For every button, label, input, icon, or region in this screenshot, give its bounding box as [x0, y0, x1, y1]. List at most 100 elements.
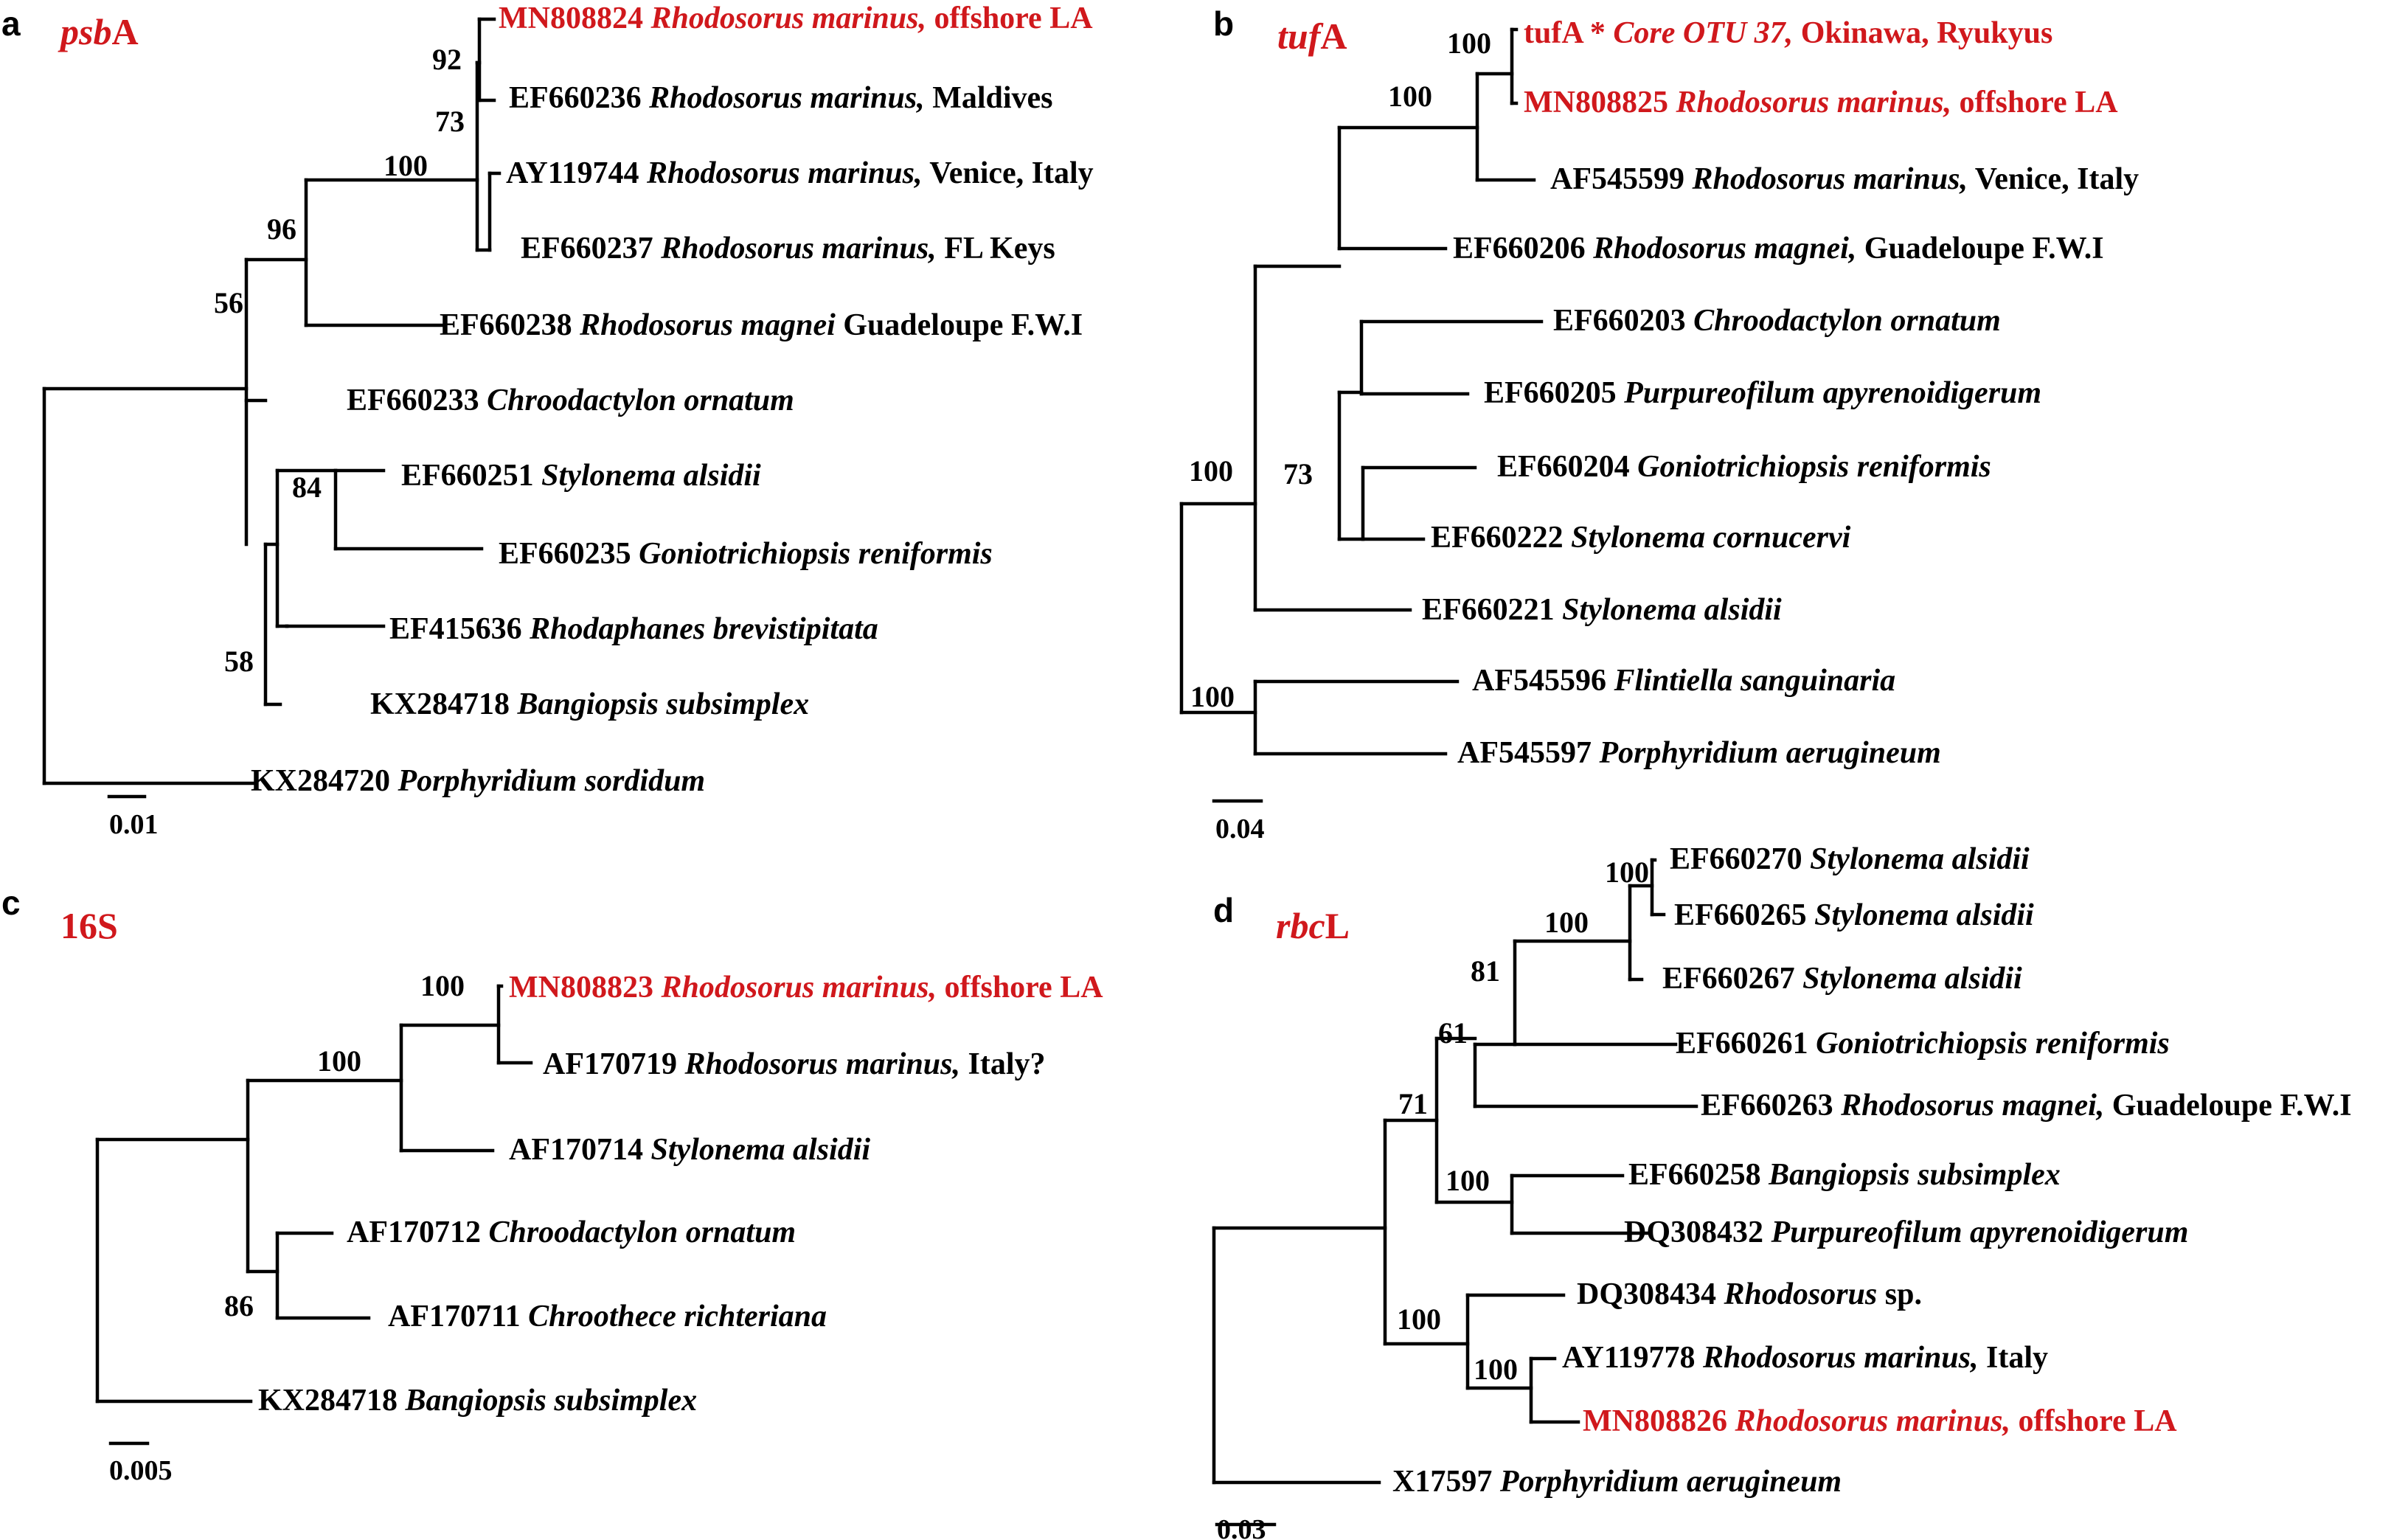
tip-accession: EF660261: [1676, 1027, 1816, 1061]
tip-label: MN808825 Rhodosorus marinus, offshore LA: [1524, 86, 2118, 119]
tip-accession: EF660222: [1431, 521, 1571, 555]
tip-species: Bangiopsis subsimplex: [517, 687, 810, 721]
tip-accession: MN808824: [499, 1, 650, 35]
tip-accession: EF660267: [1662, 962, 1802, 996]
tip-species: Rhodaphanes brevistipitata: [529, 612, 878, 646]
tip-species: Rhodosorus marinus,: [660, 232, 937, 266]
tip-species: Purpureofilum apyrenoidigerum: [1771, 1215, 2189, 1249]
tip-locality: Venice, Italy: [1968, 162, 2139, 196]
tip-accession: AF170712: [347, 1215, 489, 1249]
tip-accession: EF660263: [1701, 1089, 1841, 1123]
bootstrap-support-value: 100: [1397, 1303, 1441, 1336]
tip-species: Stylonema cornucervi: [1571, 521, 1850, 555]
tip-locality: Guadeloupe F.W.I: [836, 308, 1083, 342]
tip-accession: DQ308434: [1577, 1277, 1724, 1311]
bootstrap-support-value: 96: [267, 212, 296, 246]
tip-species: Goniotrichiopsis reniformis: [1637, 450, 1991, 484]
bootstrap-support-value: 92: [432, 43, 462, 76]
tip-accession: EF660203: [1553, 304, 1693, 338]
tip-locality: Italy?: [960, 1047, 1046, 1081]
tip-species: Flintiella sanguinaria: [1614, 664, 1896, 698]
tip-locality: Guadeloupe F.W.I: [1856, 232, 2103, 266]
tip-species: Chroodactylon ornatum: [487, 384, 794, 417]
panel-c-scale-label: 0.005: [109, 1455, 173, 1486]
panel-a-gene-title: psbA: [58, 11, 139, 52]
bootstrap-support-value: 100: [1447, 27, 1491, 60]
tree-panel-b: tufA * Core OTU 37, Okinawa, RyukyusMN80…: [1179, 16, 2139, 803]
tip-species: Stylonema alsidii: [1562, 593, 1782, 627]
bootstrap-support-value: 100: [1189, 454, 1233, 488]
tip-species: Stylonema alsidii: [1814, 898, 2034, 932]
tip-accession: AF545599: [1550, 162, 1693, 196]
tip-accession: DQ308432: [1624, 1215, 1771, 1249]
bootstrap-support-value: 100: [1474, 1353, 1518, 1386]
tip-accession: EF660206: [1453, 232, 1593, 266]
tip-locality: offshore LA: [937, 971, 1103, 1005]
tip-species: Rhodosorus marinus,: [1692, 162, 1968, 196]
tip-label: EF660205 Purpureofilum apyrenoidigerum: [1484, 376, 2041, 410]
tip-label: EF660221 Stylonema alsidii: [1422, 593, 1782, 627]
tip-label: KX284720 Porphyridium sordidum: [251, 764, 705, 798]
tip-species: Porphyridium aerugineum: [1499, 1465, 1842, 1499]
tip-accession: AF545596: [1472, 664, 1614, 698]
tree-panel-a: MN808824 Rhodosorus marinus, offshore LA…: [42, 1, 1094, 799]
tip-label: EF660261 Goniotrichiopsis reniformis: [1676, 1027, 2170, 1061]
tree-layer: MN808824 Rhodosorus marinus, offshore LA…: [42, 1, 2352, 1527]
tip-accession: MN808826: [1583, 1404, 1735, 1438]
tip-species: Rhodosorus marinus,: [1702, 1341, 1979, 1375]
tip-species: Rhodosorus magnei,: [1592, 232, 1856, 266]
tip-species: Chroodactylon ornatum: [1693, 304, 2001, 338]
tip-species: Chroodactylon ornatum: [489, 1215, 797, 1249]
bootstrap-support-value: 100: [1190, 680, 1235, 713]
tip-label: DQ308432 Purpureofilum apyrenoidigerum: [1624, 1215, 2188, 1249]
tip-species: Rhodosorus magnei: [579, 308, 836, 342]
tip-species: Rhodosorus marinus,: [648, 81, 925, 115]
tip-species: Stylonema alsidii: [541, 459, 761, 493]
panel-d-letter: d: [1213, 891, 1234, 929]
tip-label: EF660204 Goniotrichiopsis reniformis: [1497, 450, 1991, 484]
bootstrap-support-value: 100: [1446, 1164, 1490, 1197]
tip-accession: EF660235: [499, 537, 639, 571]
panel-c-gene-title: 16S: [60, 905, 118, 946]
tip-accession: EF660205: [1484, 376, 1624, 410]
tip-label: EF660270 Stylonema alsidii: [1670, 842, 2030, 876]
tip-label: AF170712 Chroodactylon ornatum: [347, 1215, 796, 1249]
tip-accession: AY119744: [506, 156, 647, 190]
tip-accession: KX284718: [258, 1384, 406, 1418]
tip-accession: EF660221: [1422, 593, 1562, 627]
tip-species: Purpureofilum apyrenoidigerum: [1623, 376, 2041, 410]
tip-species: Bangiopsis subsimplex: [405, 1384, 698, 1418]
tip-species: Rhodosorus marinus,: [684, 1047, 961, 1081]
panel-c-letter: c: [1, 884, 21, 922]
tip-locality: Maldives: [925, 81, 1053, 115]
tip-species: Chroothece richteriana: [528, 1300, 827, 1333]
bootstrap-support-value: 56: [214, 286, 243, 319]
tip-accession: EF660238: [440, 308, 580, 342]
tip-label: EF660267 Stylonema alsidii: [1662, 962, 2022, 996]
tip-label: AF545596 Flintiella sanguinaria: [1472, 664, 1895, 698]
tip-species: Rhodosorus: [1724, 1277, 1878, 1311]
bootstrap-support-value: 100: [420, 969, 465, 1002]
tip-label: EF660237 Rhodosorus marinus, FL Keys: [521, 232, 1055, 266]
tip-species: Rhodosorus marinus,: [646, 156, 923, 190]
panel-d-scale-label: 0.03: [1217, 1514, 1266, 1540]
tip-accession: EF660204: [1497, 450, 1637, 484]
tip-locality: Italy: [1979, 1341, 2049, 1375]
bootstrap-support-value: 100: [317, 1044, 361, 1078]
tip-label: MN808826 Rhodosorus marinus, offshore LA: [1583, 1404, 2177, 1438]
tip-locality: Venice, Italy: [923, 156, 1094, 190]
tip-species: Rhodosorus marinus,: [1675, 86, 1951, 119]
panel-a-scale-label: 0.01: [109, 809, 159, 840]
tip-locality: Guadeloupe F.W.I: [2104, 1089, 2351, 1123]
tip-species: Rhodosorus marinus,: [1734, 1404, 2010, 1438]
bootstrap-support-value: 86: [224, 1289, 254, 1322]
tip-species: Rhodosorus marinus,: [650, 1, 926, 35]
tip-accession: EF415636: [389, 612, 530, 646]
tip-accession: EF660265: [1674, 898, 1814, 932]
panel-b-gene-title: tufA: [1277, 15, 1347, 57]
tip-label: KX284718 Bangiopsis subsimplex: [370, 687, 809, 721]
tip-accession: EF660258: [1628, 1158, 1769, 1192]
tip-label: EF660251 Stylonema alsidii: [401, 459, 761, 493]
tree-panel-c: MN808823 Rhodosorus marinus, offshore LA…: [95, 969, 1103, 1446]
